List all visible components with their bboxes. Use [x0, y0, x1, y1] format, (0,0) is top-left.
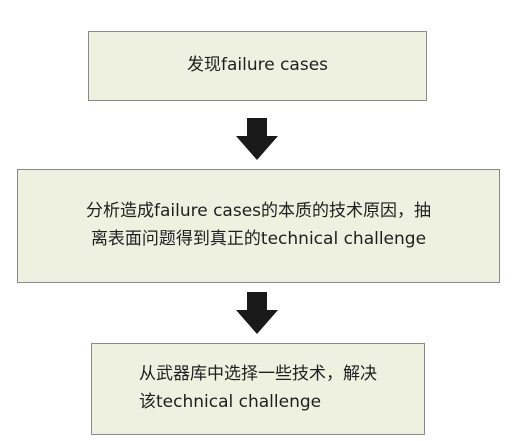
step-text: 分析造成failure cases的本质的技术原因，抽 离表面问题得到真正的te…: [86, 198, 431, 253]
step-text: 发现failure cases: [187, 52, 328, 80]
down-arrow-icon: [236, 292, 278, 334]
step-box-find-failures: 发现failure cases: [88, 31, 427, 101]
step-line: 该technical challenge: [139, 392, 322, 412]
step-box-analyze-root-cause: 分析造成failure cases的本质的技术原因，抽 离表面问题得到真正的te…: [17, 169, 500, 283]
down-arrow-icon: [236, 118, 278, 160]
step-text: 从武器库中选择一些技术，解决 该technical challenge: [139, 361, 377, 416]
step-line: 分析造成failure cases的本质的技术原因，抽: [85, 201, 432, 222]
step-line: 发现failure cases: [186, 55, 329, 76]
step-box-choose-technique: 从武器库中选择一些技术，解决 该technical challenge: [91, 343, 425, 435]
step-line: 离表面问题得到真正的technical challenge: [90, 229, 427, 249]
step-line: 从武器库中选择一些技术，解决: [139, 364, 377, 385]
